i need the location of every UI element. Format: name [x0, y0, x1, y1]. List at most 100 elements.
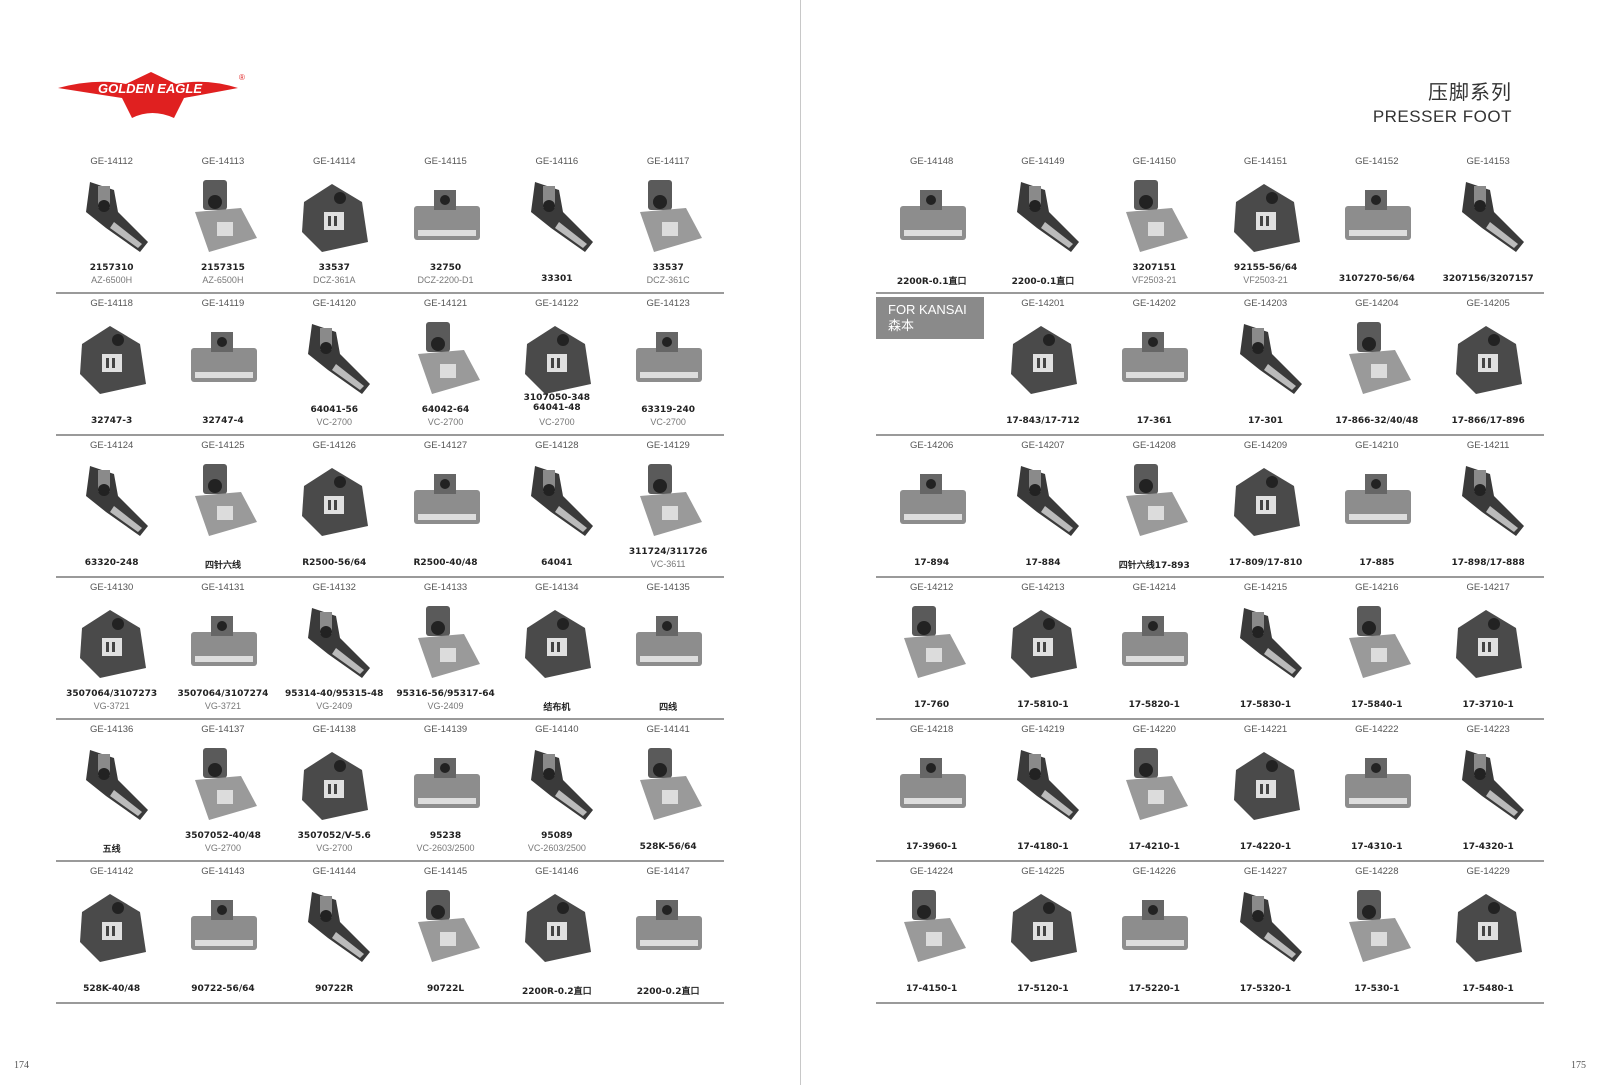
product-code: GE-14137: [201, 724, 245, 735]
part-number: 17-866-32/40/48: [1335, 416, 1419, 426]
part-number: 结布机: [543, 703, 571, 713]
machine-model: AZ-6500H: [91, 275, 133, 285]
presser-foot-image: [1112, 740, 1196, 830]
product-cell: GE-14118 32747-3: [56, 294, 167, 434]
product-cell: GE-14208 四针六线17-893: [1099, 436, 1210, 576]
golden-eagle-logo: GOLDEN EAGLE ®: [56, 68, 246, 124]
presser-foot-image: [404, 314, 488, 404]
presser-foot-image: [292, 598, 376, 688]
part-number: 17-4310-1: [1351, 842, 1403, 852]
product-code: GE-14148: [909, 156, 954, 167]
machine-model: VG-2409: [316, 701, 353, 711]
product-code: GE-14126: [312, 440, 356, 451]
presser-foot-image: [70, 598, 154, 688]
part-number: 3507052-40/48: [184, 831, 261, 841]
product-code: GE-14131: [201, 582, 245, 593]
product-cell: GE-14124 63320-248: [56, 436, 167, 576]
product-code: GE-14147: [646, 866, 690, 877]
presser-foot-image: [1112, 456, 1196, 546]
product-cell: GE-14148 2200R-0.1直口: [876, 152, 987, 292]
product-cell: GE-14141 528K-56/64: [612, 720, 723, 860]
product-code: GE-14124: [89, 440, 134, 451]
product-code: GE-14113: [201, 156, 245, 167]
product-code: GE-14201: [1021, 298, 1065, 309]
part-number: 2200R-0.1直口: [896, 277, 967, 287]
product-code: GE-14118: [90, 298, 133, 309]
presser-foot-image: [890, 172, 974, 262]
product-cell: GE-14204 17-866-32/40/48: [1321, 294, 1432, 434]
product-code: GE-14123: [646, 298, 690, 309]
product-code: GE-14205: [1466, 298, 1510, 309]
presser-foot-image: [1446, 598, 1530, 688]
part-number: 3507064/3107274: [177, 689, 269, 699]
product-cell: GE-14210 17-885: [1321, 436, 1432, 576]
presser-foot-image: [1224, 740, 1308, 830]
presser-foot-image: [70, 172, 154, 262]
part-number: 90722R: [315, 984, 354, 994]
product-cell: GE-14142 528K-40/48: [56, 862, 167, 1002]
product-cell: GE-14224 17-4150-1: [876, 862, 987, 1002]
page-number-right: 175: [1571, 1060, 1586, 1071]
part-number: 17-530-1: [1354, 984, 1400, 994]
presser-foot-image: [181, 598, 265, 688]
product-code: GE-14136: [89, 724, 134, 735]
presser-foot-image: [1001, 740, 1085, 830]
product-code: GE-14119: [201, 298, 245, 309]
presser-foot-image: [1224, 456, 1308, 546]
product-code: GE-14142: [89, 866, 134, 877]
product-cell: GE-14223 17-4320-1: [1432, 720, 1543, 860]
part-number: 2200-0.2直口: [636, 987, 700, 997]
product-code: GE-14114: [312, 156, 356, 167]
machine-model: VF2503-21: [1243, 275, 1288, 285]
machine-model: DCZ-361C: [646, 275, 690, 285]
part-number: 17-3710-1: [1462, 700, 1514, 710]
part-number: 17-4180-1: [1017, 842, 1069, 852]
presser-foot-image: [1335, 456, 1419, 546]
part-number: 33537: [652, 263, 684, 273]
part-number: 17-898/17-888: [1451, 558, 1525, 568]
product-code: GE-14140: [535, 724, 579, 735]
product-code: GE-14143: [201, 866, 245, 877]
product-cell: GE-14146 2200R-0.2直口: [501, 862, 612, 1002]
product-cell: GE-14134 结布机: [501, 578, 612, 718]
part-number: 90722L: [427, 984, 465, 994]
product-code: GE-14152: [1355, 156, 1399, 167]
product-code: GE-14224: [909, 866, 954, 877]
presser-foot-image: [1224, 598, 1308, 688]
machine-model: VG-2700: [204, 843, 241, 853]
product-cell: GE-14220 17-4210-1: [1099, 720, 1210, 860]
part-number: 17-5810-1: [1017, 700, 1069, 710]
presser-foot-image: [515, 598, 599, 688]
part-number: 17-4150-1: [905, 984, 958, 994]
presser-foot-image: [1446, 740, 1530, 830]
product-code: GE-14218: [909, 724, 954, 735]
part-number: 32750: [429, 263, 462, 273]
part-number: 64041-56: [310, 405, 359, 415]
product-code: GE-14139: [423, 724, 468, 735]
product-cell: GE-14212 17-760: [876, 578, 987, 718]
presser-foot-image: [1001, 456, 1085, 546]
part-number: R2500-40/48: [413, 558, 478, 568]
machine-model: VC-2700: [539, 417, 575, 427]
part-number: 17-843/17-712: [1006, 416, 1080, 426]
product-code: GE-14225: [1021, 866, 1065, 877]
product-code: GE-14132: [312, 582, 356, 593]
part-number: 17-866/17-896: [1451, 416, 1525, 426]
part-number: 五线: [102, 845, 121, 855]
product-code: GE-14212: [909, 582, 954, 593]
presser-foot-image: [626, 598, 710, 688]
product-cell: GE-14116 33301: [501, 152, 612, 292]
presser-foot-image: [1446, 456, 1530, 546]
product-cell: GE-14135 四线: [612, 578, 723, 718]
product-code: GE-14122: [535, 298, 579, 309]
machine-model: VG-2409: [427, 701, 464, 711]
product-code: GE-14125: [201, 440, 245, 451]
